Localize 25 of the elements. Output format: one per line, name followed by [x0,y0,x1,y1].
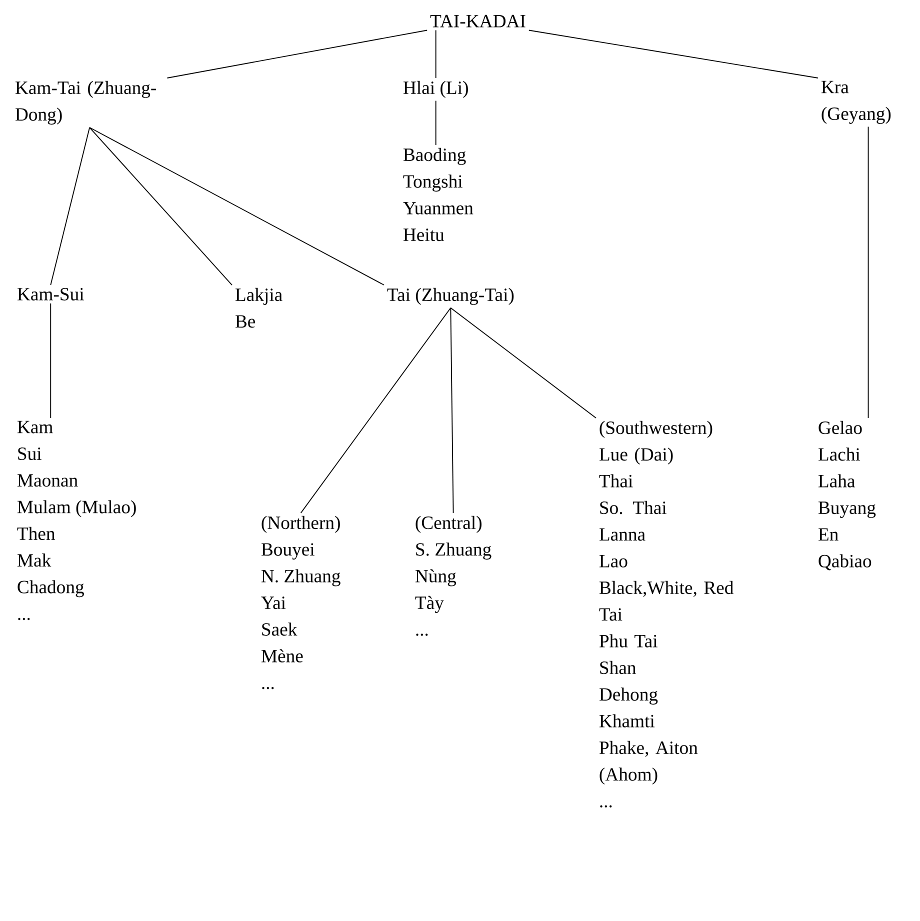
text-label: Baoding Tongshi Yuanmen Heitu [403,148,474,242]
branch-line [166,30,428,78]
text-label: TAI-KADAI [430,14,526,28]
text-label: (Southwestern) Lue (Dai) Thai So. Thai Lanna Lao Black,White, Red Tai Phu Tai Shan Dehong Khamti Phake, Aiton (Ahom) ... [599,420,734,808]
branch-line [868,126,869,418]
text-label: Kra (Geyang) [821,80,891,124]
branch-line [300,307,452,514]
text-label: Lakjia Be [235,288,282,328]
text-label: Gelao Lachi Laha Buyang En Qabiao [818,420,876,570]
branch-line [435,30,436,78]
branch-line [450,307,596,418]
text-label: Hlai (Li) [403,80,468,98]
branch-line [89,127,232,286]
text-label: (Central) S. Zhuang Nùng Tày ... [415,516,492,636]
text-label: (Northern) Bouyei N. Zhuang Yai Saek Mène ... [261,516,340,690]
branch-line [89,127,384,286]
text-label: Kam Sui Maonan Mulam (Mulao) Then Mak Chadong ... [17,420,136,620]
branch-line [450,307,454,514]
text-label: Kam-Sui [17,288,84,300]
branch-line [50,127,90,286]
text-label: Kam-Tai (Zhuang-Dong) [15,80,156,125]
text-label: Tai (Zhuang-Tai) [387,288,514,305]
branch-line [528,30,818,78]
branch-line [50,302,52,418]
branch-line [435,100,436,146]
